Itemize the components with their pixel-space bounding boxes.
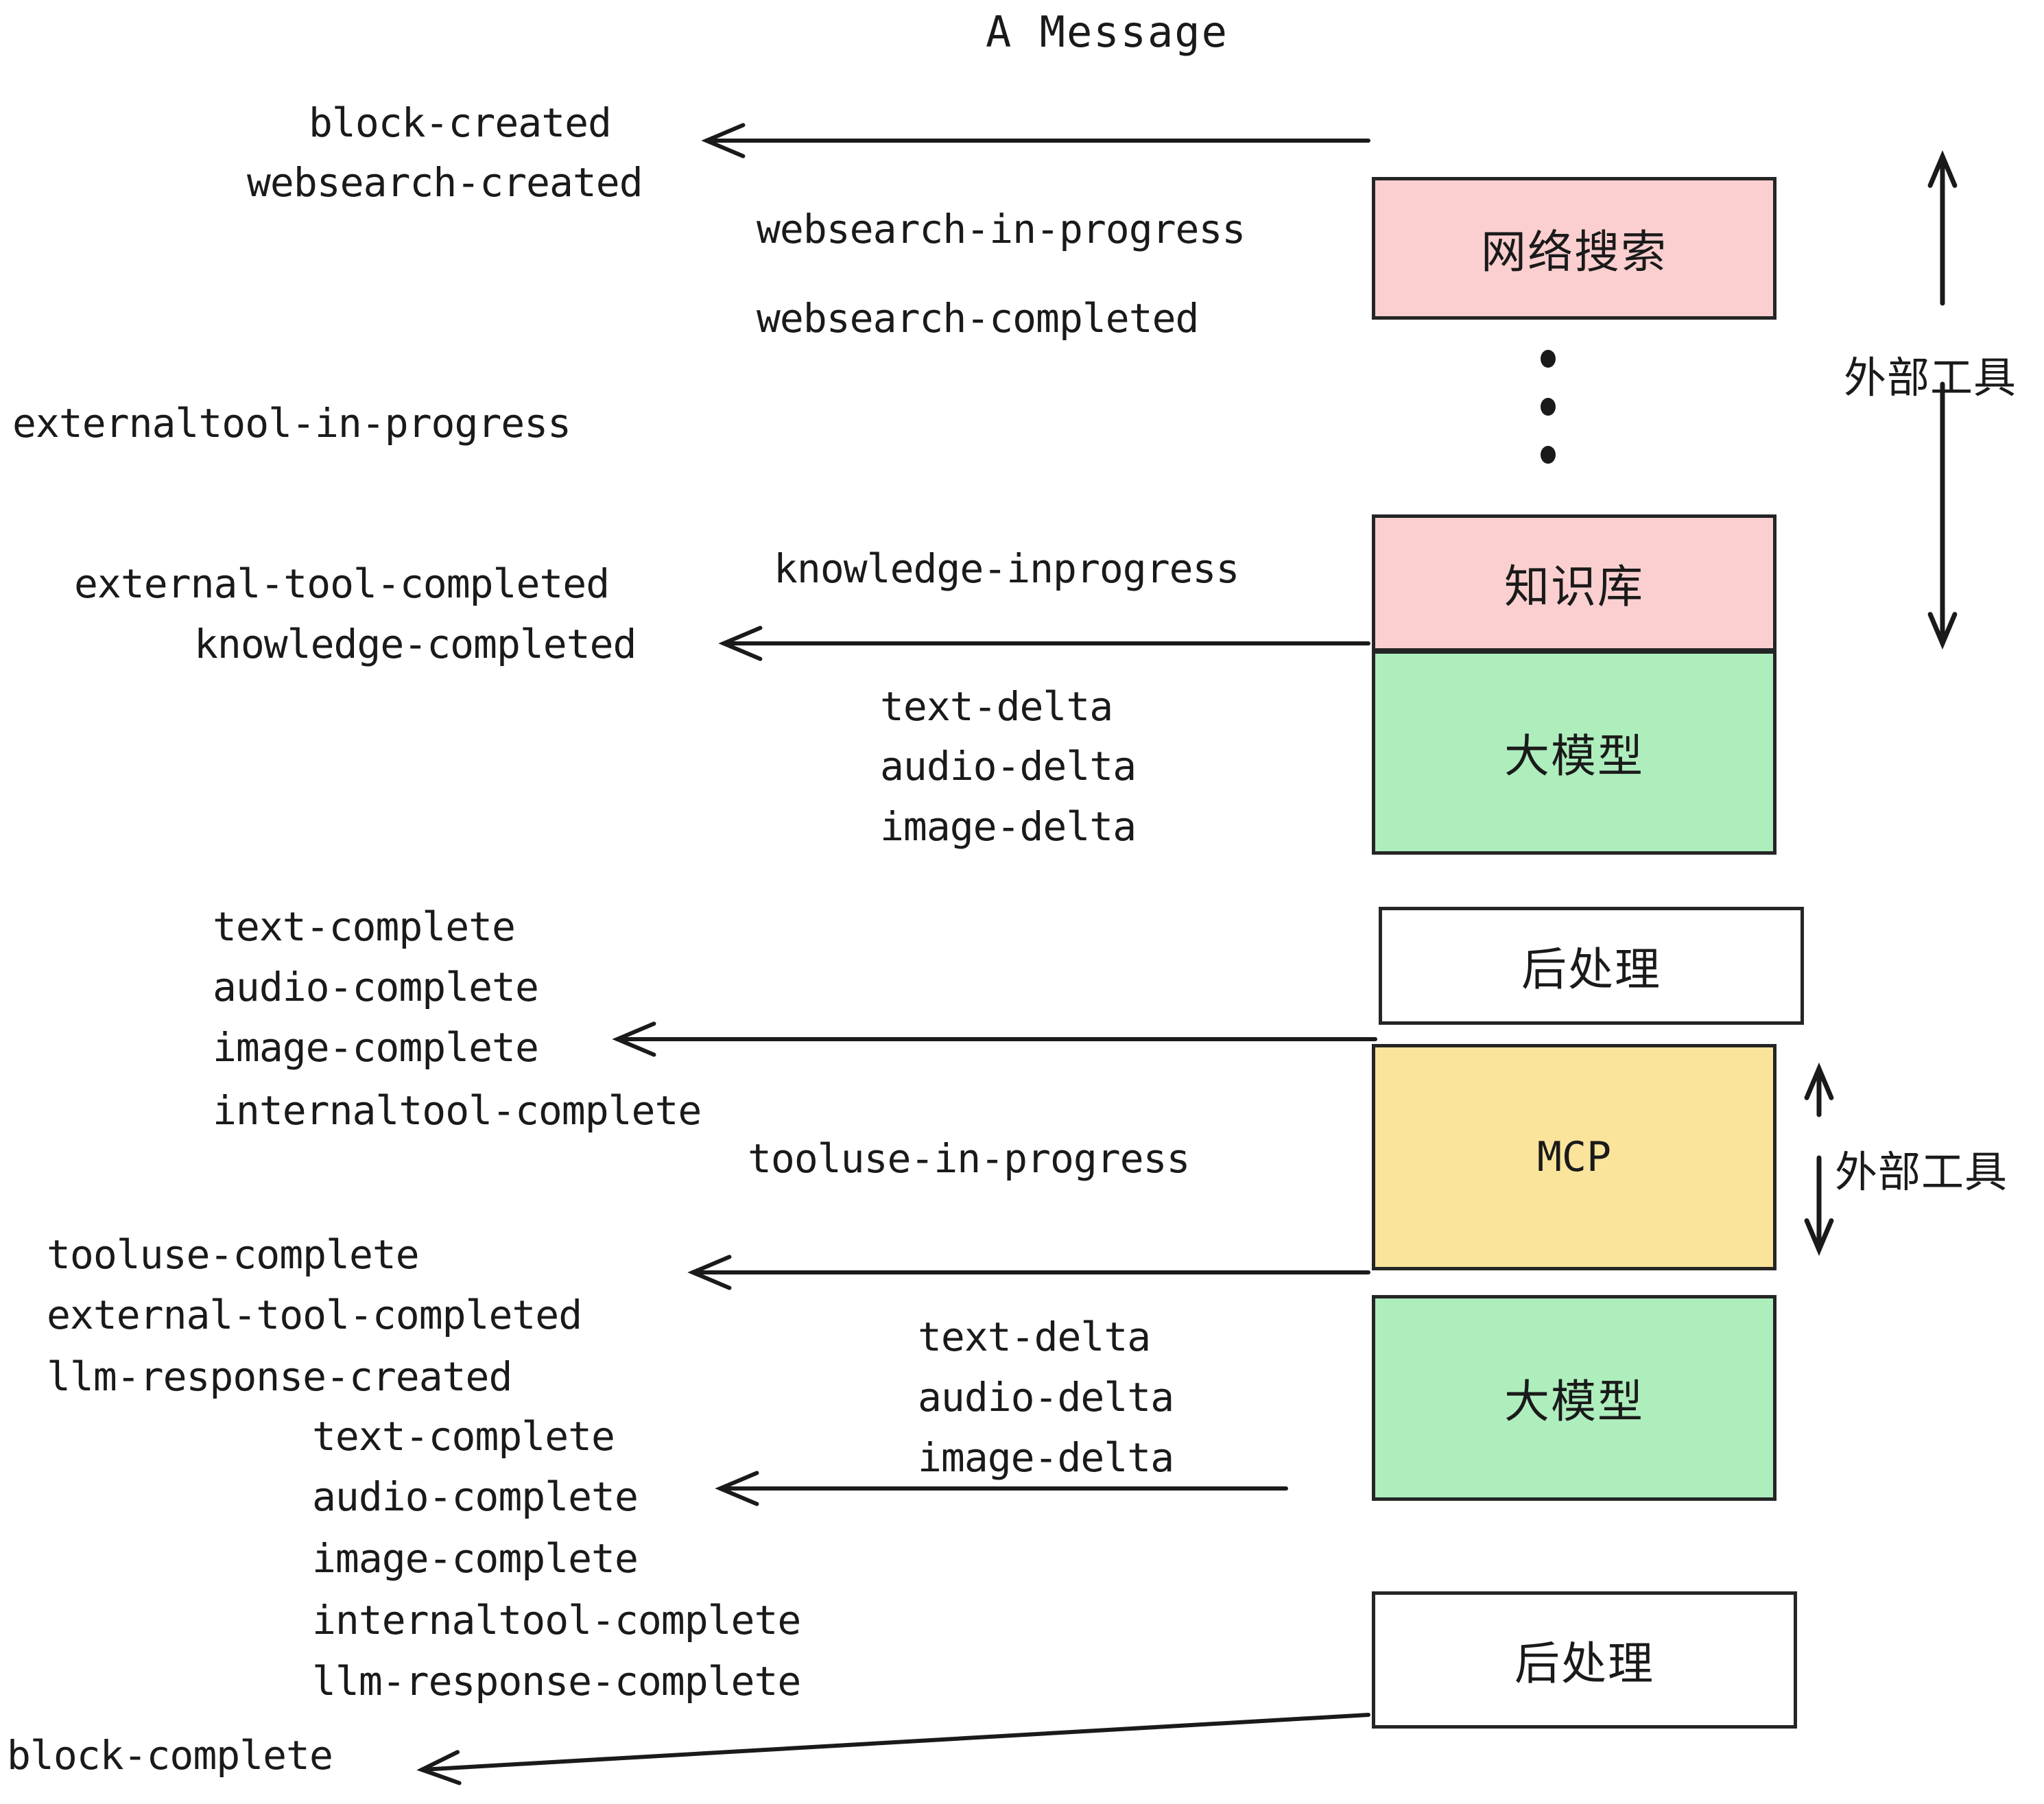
- event-label-image-delta-1: image-delta: [880, 803, 1137, 850]
- node-llm-bottom[interactable]: 大模型: [1372, 1295, 1776, 1501]
- event-label-text-complete-2: text-complete: [312, 1413, 615, 1460]
- node-label-llm-top: 大模型: [1504, 730, 1644, 783]
- group-label-external-tools-top: 外部工具: [1844, 353, 2017, 403]
- external-tools-arrow-down-bottom: [1804, 1155, 1834, 1256]
- event-label-knowledge-completed: knowledge-completed: [194, 621, 637, 667]
- node-post-top[interactable]: 后处理: [1379, 907, 1804, 1025]
- arrow-postbottom-to-blockcomplete: [416, 1713, 1370, 1785]
- group-label-external-tools-bottom: 外部工具: [1835, 1147, 2008, 1197]
- event-label-audio-complete-2: audio-complete: [312, 1473, 639, 1520]
- node-label-post-bottom: 后处理: [1514, 1637, 1654, 1690]
- event-label-tooluse-in-progress: tooluse-in-progress: [748, 1135, 1190, 1182]
- node-knowledge[interactable]: 知识库: [1372, 514, 1776, 652]
- node-llm-top[interactable]: 大模型: [1372, 650, 1776, 855]
- event-label-externaltool-in-progress: externaltool-in-progress: [12, 400, 571, 447]
- event-label-internaltool-complete-1: internaltool-complete: [213, 1087, 702, 1134]
- arrow-websearch-to-blockcreated: [701, 123, 1370, 158]
- vertical-ellipsis-icon: [1541, 350, 1556, 494]
- node-label-llm-bottom: 大模型: [1504, 1375, 1644, 1428]
- event-label-internaltool-complete-2: internaltool-complete: [312, 1597, 801, 1643]
- event-label-image-delta-2: image-delta: [918, 1434, 1174, 1481]
- event-label-external-tool-completed-2: external-tool-completed: [47, 1292, 582, 1338]
- event-label-audio-delta-2: audio-delta: [918, 1374, 1174, 1421]
- arrow-mcp-to-tooluse: [687, 1255, 1370, 1290]
- event-label-block-complete: block-complete: [7, 1732, 333, 1779]
- event-label-llm-response-created: llm-response-created: [47, 1353, 512, 1400]
- node-post-bottom[interactable]: 后处理: [1372, 1591, 1797, 1729]
- event-label-websearch-in-progress: websearch-in-progress: [757, 206, 1246, 252]
- node-label-websearch: 网络搜索: [1481, 226, 1667, 278]
- node-label-mcp: MCP: [1536, 1133, 1612, 1181]
- event-label-text-delta-1: text-delta: [880, 683, 1113, 730]
- node-mcp[interactable]: MCP: [1372, 1044, 1776, 1270]
- event-label-image-complete-1: image-complete: [213, 1024, 539, 1071]
- page-title: A Message: [986, 7, 1228, 57]
- event-label-audio-delta-1: audio-delta: [880, 743, 1137, 790]
- event-label-block-created: block-created: [309, 99, 612, 146]
- arrow-knowledge-to-knowledgecompleted: [718, 626, 1370, 661]
- event-label-text-delta-2: text-delta: [918, 1314, 1151, 1360]
- event-label-image-complete-2: image-complete: [312, 1535, 639, 1582]
- node-websearch[interactable]: 网络搜索: [1372, 177, 1776, 320]
- external-tools-arrow-up-top: [1927, 150, 1958, 306]
- external-tools-arrow-down-top: [1927, 381, 1958, 650]
- arrow-post-to-imagecomplete: [612, 1021, 1377, 1057]
- node-label-knowledge: 知识库: [1504, 560, 1644, 613]
- external-tools-arrow-up-bottom: [1804, 1063, 1834, 1117]
- node-label-post-top: 后处理: [1521, 943, 1661, 996]
- event-label-llm-response-complete: llm-response-complete: [312, 1658, 801, 1705]
- event-label-websearch-completed: websearch-completed: [757, 295, 1199, 342]
- event-label-external-tool-completed-1: external-tool-completed: [74, 560, 610, 607]
- event-label-audio-complete-1: audio-complete: [213, 964, 539, 1010]
- event-label-knowledge-inprogress: knowledge-inprogress: [774, 545, 1239, 592]
- event-label-text-complete-1: text-complete: [213, 903, 516, 950]
- event-label-websearch-created: websearch-created: [247, 159, 643, 206]
- event-label-tooluse-complete: tooluse-complete: [47, 1231, 420, 1278]
